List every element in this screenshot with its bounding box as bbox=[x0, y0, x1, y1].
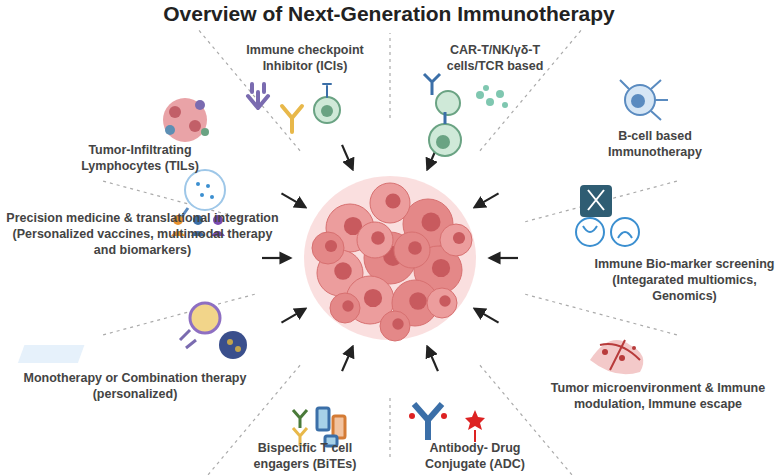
adc-icon bbox=[409, 404, 485, 442]
tumor-cell bbox=[440, 224, 472, 256]
category-label: Monotherapy or Combination therapy (pers… bbox=[20, 370, 250, 402]
cell-nucleus bbox=[392, 318, 403, 329]
cell-nucleus bbox=[334, 262, 351, 279]
tumor-cluster bbox=[304, 176, 476, 341]
category-label: Antibody- Drug Conjugate (ADC) bbox=[410, 440, 540, 472]
category-label: Tumor microenvironment & Immune modulati… bbox=[540, 380, 776, 412]
inward-arrow bbox=[281, 309, 305, 323]
cell-nucleus bbox=[422, 213, 441, 232]
separator-line bbox=[100, 294, 255, 335]
category-label: Immune Bio-marker screening (Integarated… bbox=[592, 256, 777, 304]
b-cell-icon bbox=[620, 80, 668, 120]
tumor-cell bbox=[370, 183, 410, 223]
category-label: CAR-T/NK/γδ-T cells/TCR based bbox=[430, 42, 560, 74]
cell-nucleus bbox=[439, 295, 450, 306]
tumor-cell bbox=[380, 311, 410, 341]
tumor-cell bbox=[312, 232, 344, 264]
bite-icons bbox=[293, 408, 345, 446]
combination-icon bbox=[18, 303, 247, 363]
inward-arrow bbox=[281, 193, 305, 207]
biomarker-icon bbox=[576, 185, 639, 246]
car-t-icons bbox=[424, 74, 508, 156]
tumor-cell bbox=[427, 288, 457, 318]
separator-line bbox=[389, 398, 390, 458]
category-label: Tumor-Infiltrating Lymphocytes (TILs) bbox=[70, 142, 210, 174]
cell-nucleus bbox=[325, 240, 337, 252]
tme-icon bbox=[590, 340, 643, 374]
tumor-cell bbox=[357, 222, 393, 258]
inward-arrow bbox=[475, 309, 499, 323]
separator-line bbox=[389, 33, 390, 118]
cell-nucleus bbox=[432, 259, 450, 277]
diagram-title: Overview of Next-Generation Immunotherap… bbox=[0, 2, 778, 26]
precision-icon bbox=[171, 170, 225, 236]
inward-arrow bbox=[262, 257, 290, 259]
category-label: Precision medicine & translational integ… bbox=[0, 210, 285, 258]
tumor-cell bbox=[330, 293, 360, 323]
inward-arrow bbox=[490, 257, 518, 259]
checkpoint-icons bbox=[248, 84, 340, 132]
inward-arrow bbox=[475, 193, 499, 207]
separator-line bbox=[525, 180, 680, 221]
category-label: Immune checkpoint Inhibitor (ICIs) bbox=[240, 42, 370, 74]
til-icon bbox=[163, 98, 209, 142]
tumor-halo bbox=[304, 176, 476, 340]
cell-nucleus bbox=[364, 289, 382, 307]
cell-nucleus bbox=[342, 300, 353, 311]
cell-nucleus bbox=[371, 231, 385, 245]
category-label: Bispecific T cell engagers (BiTEs) bbox=[235, 440, 375, 472]
tumor-cell bbox=[394, 232, 430, 268]
cell-nucleus bbox=[385, 193, 400, 208]
inward-arrows bbox=[262, 145, 518, 371]
cell-nucleus bbox=[409, 292, 426, 309]
category-label: B-cell based Immunotherapy bbox=[590, 128, 720, 160]
inward-arrow bbox=[342, 347, 352, 371]
inward-arrow bbox=[427, 347, 437, 371]
inward-arrow bbox=[342, 145, 352, 169]
cell-nucleus bbox=[453, 232, 465, 244]
cell-nucleus bbox=[408, 241, 422, 255]
